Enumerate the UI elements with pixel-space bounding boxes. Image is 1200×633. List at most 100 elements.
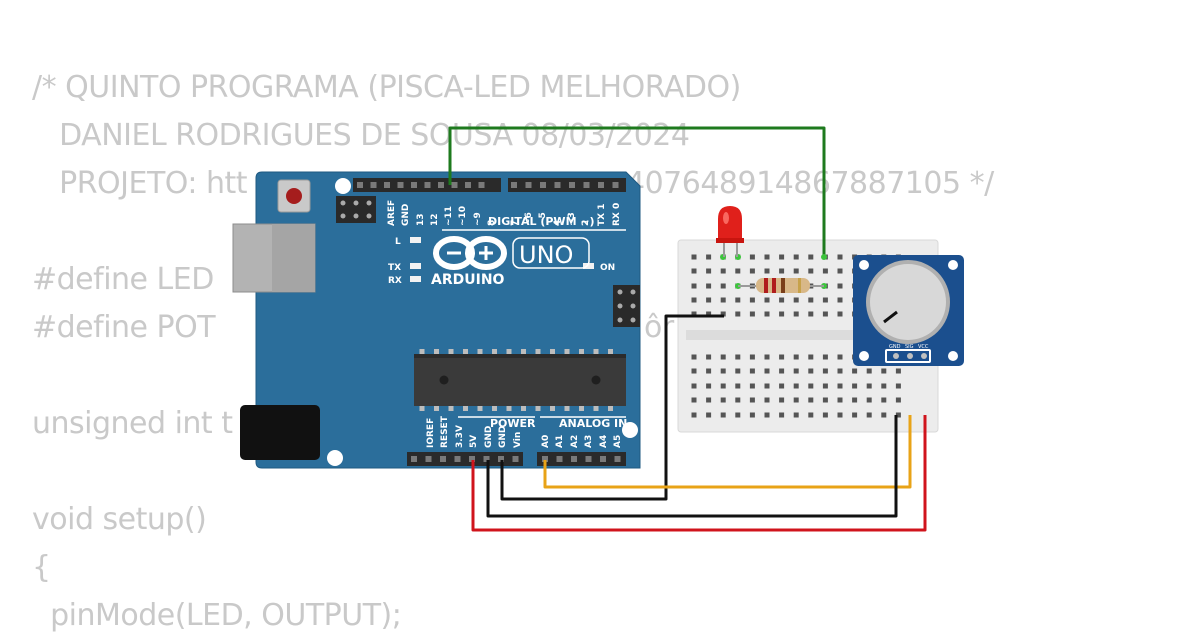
pin-socket[interactable] [440,456,446,462]
breadboard-hole[interactable] [779,397,785,403]
breadboard-hole[interactable] [749,268,755,274]
breadboard-hole[interactable] [691,397,697,403]
breadboard-hole[interactable] [822,412,828,418]
breadboard-hole[interactable] [706,412,712,418]
breadboard-hole[interactable] [764,268,770,274]
breadboard-hole[interactable] [720,354,726,360]
wire-red-5v[interactable] [471,415,927,532]
breadboard-hole[interactable] [822,397,828,403]
breadboard-hole[interactable] [808,354,814,360]
breadboard-hole[interactable] [793,397,799,403]
breadboard-hole[interactable] [735,397,741,403]
breadboard-hole[interactable] [837,397,843,403]
breadboard-hole[interactable] [764,383,770,389]
breadboard-hole[interactable] [895,412,901,418]
breadboard-hole[interactable] [808,383,814,389]
breadboard-hole[interactable] [779,368,785,374]
pin-socket[interactable] [583,182,590,188]
breadboard-hole[interactable] [749,397,755,403]
breadboard-hole[interactable] [779,412,785,418]
pin-socket[interactable] [469,456,475,462]
pot-knob[interactable] [870,264,946,340]
pin-socket[interactable] [397,182,404,188]
breadboard-hole[interactable] [691,354,697,360]
breadboard-hole[interactable] [735,383,741,389]
pin-socket[interactable] [612,182,619,188]
breadboard-hole[interactable] [691,412,697,418]
breadboard-hole[interactable] [837,268,843,274]
breadboard-hole[interactable] [735,354,741,360]
breadboard-hole[interactable] [837,283,843,289]
breadboard-hole[interactable] [749,311,755,317]
breadboard-hole[interactable] [706,283,712,289]
breadboard-hole[interactable] [866,368,872,374]
breadboard-hole[interactable] [808,412,814,418]
breadboard-hole[interactable] [852,397,858,403]
pin-socket[interactable] [483,456,490,462]
potentiometer-module[interactable]: GND SIG VCC [853,255,964,366]
pin-socket[interactable] [438,182,444,188]
breadboard-hole[interactable] [895,397,901,403]
breadboard-hole[interactable] [720,368,726,374]
breadboard-hole[interactable] [749,297,755,303]
breadboard-hole[interactable] [749,383,755,389]
breadboard-hole[interactable] [866,412,872,418]
breadboard-hole[interactable] [735,368,741,374]
breadboard-hole[interactable] [793,368,799,374]
breadboard-hole[interactable] [837,354,843,360]
breadboard-hole[interactable] [852,412,858,418]
breadboard-hole[interactable] [706,311,712,317]
pin-socket[interactable] [511,182,517,188]
breadboard-hole[interactable] [779,311,785,317]
pin-socket[interactable] [525,182,532,188]
pin-socket[interactable] [585,456,592,462]
breadboard-hole[interactable] [764,297,770,303]
breadboard-hole[interactable] [764,397,770,403]
breadboard-hole[interactable] [793,412,799,418]
breadboard-hole[interactable] [779,354,785,360]
breadboard-hole[interactable] [764,368,770,374]
breadboard-hole[interactable] [881,412,887,418]
breadboard-hole[interactable] [691,283,697,289]
breadboard-hole[interactable] [808,397,814,403]
breadboard-hole[interactable] [793,297,799,303]
breadboard-hole[interactable] [764,412,770,418]
breadboard-hole[interactable] [793,254,799,260]
pin-socket[interactable] [478,182,485,188]
breadboard-hole[interactable] [691,254,697,260]
breadboard-hole[interactable] [691,311,697,317]
breadboard-hole[interactable] [720,297,726,303]
breadboard-hole[interactable] [822,383,828,389]
breadboard-hole[interactable] [735,412,741,418]
breadboard-hole[interactable] [779,297,785,303]
breadboard-hole[interactable] [866,383,872,389]
breadboard-hole[interactable] [764,311,770,317]
breadboard-hole[interactable] [881,368,887,374]
breadboard-hole[interactable] [808,254,814,260]
breadboard-hole[interactable] [881,383,887,389]
wire-orange-a0[interactable] [543,415,912,489]
breadboard-hole[interactable] [837,311,843,317]
breadboard-hole[interactable] [779,383,785,389]
breadboard-hole[interactable] [691,368,697,374]
breadboard-hole[interactable] [895,383,901,389]
resistor[interactable] [738,278,824,293]
pin-socket[interactable] [542,456,548,462]
breadboard-hole[interactable] [720,412,726,418]
breadboard-hole[interactable] [822,368,828,374]
pin-socket[interactable] [540,182,546,188]
breadboard-hole[interactable] [706,268,712,274]
breadboard-hole[interactable] [837,254,843,260]
breadboard-hole[interactable] [779,254,785,260]
breadboard-hole[interactable] [837,297,843,303]
breadboard-hole[interactable] [720,383,726,389]
breadboard-hole[interactable] [764,254,770,260]
breadboard-hole[interactable] [706,397,712,403]
breadboard-hole[interactable] [866,397,872,403]
breadboard-hole[interactable] [735,268,741,274]
breadboard-hole[interactable] [808,311,814,317]
breadboard-hole[interactable] [793,268,799,274]
breadboard-hole[interactable] [691,297,697,303]
pin-socket[interactable] [556,456,563,462]
breadboard-hole[interactable] [720,397,726,403]
